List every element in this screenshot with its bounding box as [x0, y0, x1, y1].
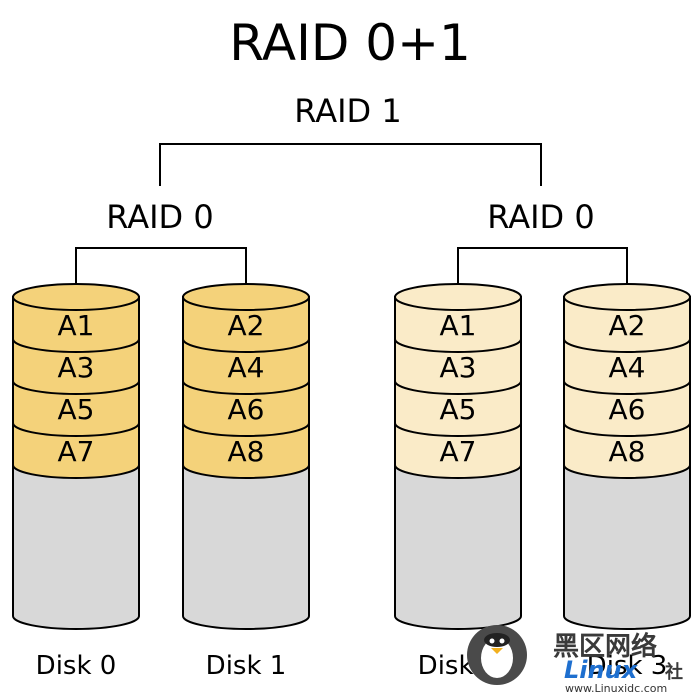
raid1-label: RAID 1	[294, 92, 401, 130]
connector-lines	[159, 143, 542, 186]
data-block	[563, 338, 691, 395]
block-label: A4	[228, 351, 265, 384]
block-label: A8	[228, 435, 265, 468]
data-block	[182, 422, 310, 479]
raid0-bracket	[75, 247, 247, 297]
block-label: A7	[58, 435, 95, 468]
block-label: A3	[58, 351, 95, 384]
disk-free-space	[563, 464, 691, 630]
block-label: A2	[609, 309, 646, 342]
data-block	[12, 338, 140, 395]
data-block	[394, 338, 522, 395]
data-block	[182, 380, 310, 437]
data-block	[394, 380, 522, 437]
block-label: A5	[58, 393, 95, 426]
data-block	[394, 422, 522, 479]
block-label: A6	[228, 393, 265, 426]
block-label: A7	[440, 435, 477, 468]
disk-top	[563, 283, 691, 311]
watermark-en-text: Linux	[564, 656, 639, 684]
data-block	[563, 422, 691, 479]
watermark: 黑区网络 Linux 社 www.Linuxidc.com	[467, 625, 683, 693]
disk-label: Disk 3	[587, 651, 668, 681]
block-label: A1	[58, 309, 95, 342]
watermark-cn-small: 社	[665, 661, 683, 683]
penguin-icon	[467, 625, 527, 685]
disk-top	[394, 283, 522, 311]
data-block	[12, 422, 140, 479]
disk-free-space	[394, 464, 522, 630]
data-block	[563, 296, 691, 353]
disk-label: Disk 0	[36, 651, 117, 681]
data-block	[394, 296, 522, 353]
block-label: A1	[440, 309, 477, 342]
block-label: A5	[440, 393, 477, 426]
raid0-label: RAID 0	[487, 198, 594, 236]
block-label: A3	[440, 351, 477, 384]
diagram-title: RAID 0+1	[229, 14, 471, 72]
data-block	[563, 380, 691, 437]
data-block	[12, 296, 140, 353]
block-label: A8	[609, 435, 646, 468]
block-label: A6	[609, 393, 646, 426]
raid0-label: RAID 0	[106, 198, 213, 236]
raid1-bracket	[159, 143, 542, 186]
watermark-cn-text: 黑区网络	[553, 631, 657, 662]
disk-top	[12, 283, 140, 311]
disk-top	[182, 283, 310, 311]
data-block	[182, 296, 310, 353]
block-label: A4	[609, 351, 646, 384]
watermark-url: www.Linuxidc.com	[565, 682, 667, 693]
block-label: A2	[228, 309, 265, 342]
data-block	[182, 338, 310, 395]
disk-free-space	[182, 464, 310, 630]
disk-free-space	[12, 464, 140, 630]
disk-label: Disk 1	[206, 651, 287, 681]
raid0-bracket	[457, 247, 628, 297]
data-block	[12, 380, 140, 437]
